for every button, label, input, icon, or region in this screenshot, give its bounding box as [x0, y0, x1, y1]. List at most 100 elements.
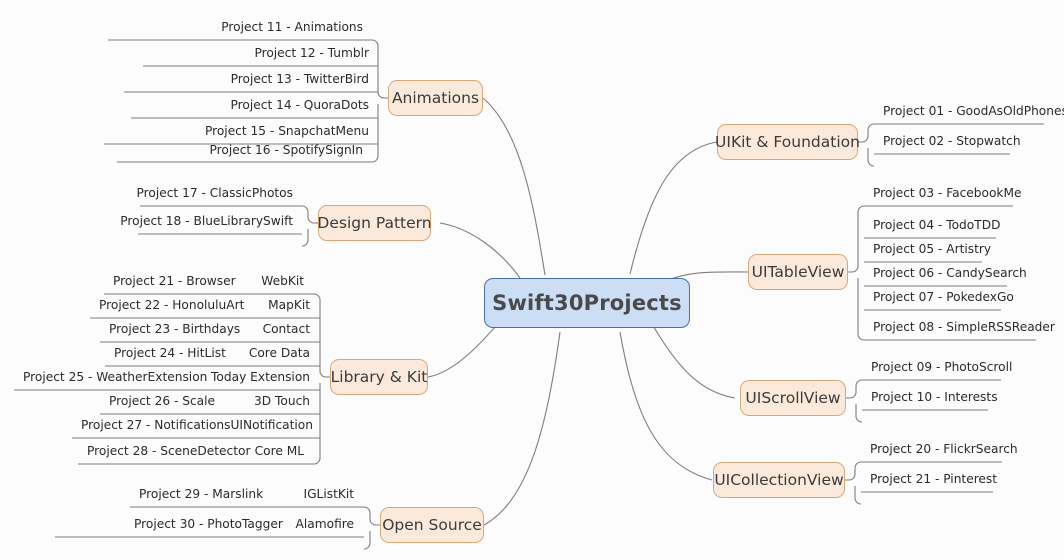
- edge-root-open-source: [483, 331, 561, 526]
- leaf-item[interactable]: Project 18 - BlueLibrarySwift: [120, 208, 302, 234]
- branch-label-uiscrollview: UIScrollView: [745, 389, 841, 407]
- leaf-label: Project 03 - FacebookMe: [873, 186, 1022, 200]
- leaf-kit-label: IGListKit: [303, 487, 355, 501]
- branch-label-library-kit: Library & Kit: [330, 368, 428, 386]
- edge-root-animations: [482, 97, 546, 276]
- leaf-item[interactable]: Project 24 - HitList Core Data: [105, 340, 320, 366]
- edge-open-source-spine: [363, 506, 380, 550]
- leaf-item[interactable]: Project 23 - Birthdays Contact: [100, 316, 320, 342]
- edge-uicollectionview-spine: [845, 461, 862, 505]
- leaf-label: Project 26 - Scale: [109, 394, 216, 408]
- branch-node-open-source[interactable]: Open Source: [380, 507, 484, 543]
- edge-design-pattern-spine: [301, 205, 318, 247]
- leaf-label: Project 09 - PhotoScroll: [871, 360, 1013, 374]
- leaf-label: Project 16 - SpotifySignIn: [209, 143, 363, 157]
- leaf-item[interactable]: Project 21 - Pinterest: [861, 466, 997, 492]
- branch-label-open-source: Open Source: [382, 516, 482, 534]
- leaf-item[interactable]: Project 09 - PhotoScroll: [862, 354, 1012, 380]
- leaf-label: Project 15 - SnapchatMenu: [204, 124, 369, 138]
- leaf-kit-label: Alamofire: [295, 517, 354, 531]
- branch-label-design-pattern: Design Pattern: [317, 214, 432, 232]
- edge-uitableview-spine: [848, 205, 865, 341]
- leaf-label: Project 27 - NotificationsUI: [81, 418, 244, 432]
- leaf-item[interactable]: Project 07 - PokedexGo: [864, 284, 1014, 310]
- leaf-label: Project 07 - PokedexGo: [873, 290, 1014, 304]
- root-label: Swift30Projects: [492, 291, 682, 315]
- leaf-item[interactable]: Project 06 - CandySearch: [864, 260, 1027, 286]
- edge-uikit-foundation-spine: [858, 123, 875, 167]
- leaf-item[interactable]: Project 12 - Tumblr: [143, 40, 378, 66]
- root-node[interactable]: Swift30Projects: [484, 278, 690, 328]
- leaf-label: Project 17 - ClassicPhotos: [136, 186, 294, 200]
- leaf-item[interactable]: Project 22 - HonoluluArt MapKit: [90, 292, 320, 318]
- leaf-item[interactable]: Project 11 - Animations: [108, 14, 372, 40]
- leaf-label: Project 12 - Tumblr: [254, 46, 369, 60]
- leaf-label: Project 06 - CandySearch: [873, 266, 1027, 280]
- branch-node-uicollectionview[interactable]: UICollectionView: [713, 462, 845, 498]
- leaf-label: Project 23 - Birthdays: [109, 322, 241, 336]
- leaf-item[interactable]: Project 26 - Scale 3D Touch: [100, 388, 320, 414]
- leaf-label: Project 08 - SimpleRSSReader: [873, 320, 1055, 334]
- leaf-label: Project 20 - FlickrSearch: [870, 442, 1018, 456]
- branch-node-uikit-foundation[interactable]: UIKit & Foundation: [715, 124, 860, 160]
- leaf-item[interactable]: Project 20 - FlickrSearch: [861, 436, 1018, 462]
- leaf-kit-label: MapKit: [268, 298, 310, 312]
- leaf-item[interactable]: Project 16 - SpotifySignIn: [117, 137, 372, 163]
- leaf-item[interactable]: Project 05 - Artistry: [864, 236, 991, 262]
- leaf-label: Project 01 - GoodAsOldPhones: [883, 104, 1064, 118]
- leaf-label: Project 21 - Browser: [113, 274, 236, 288]
- leaf-label: Project 18 - BlueLibrarySwift: [120, 214, 293, 228]
- leaf-kit-label: Today Extension: [211, 370, 310, 384]
- edge-root-uicollectionview: [619, 331, 713, 481]
- leaf-item[interactable]: Project 27 - NotificationsUI Notificatio…: [72, 412, 320, 438]
- leaf-label: Project 25 - WeatherExtension: [23, 370, 208, 384]
- branch-node-animations[interactable]: Animations: [388, 80, 483, 116]
- leaf-label: Project 11 - Animations: [221, 20, 363, 34]
- leaf-kit-label: Notification: [243, 418, 313, 432]
- branch-node-library-kit[interactable]: Library & Kit: [330, 359, 428, 395]
- leaf-kit-label: Contact: [262, 322, 310, 336]
- leaf-label: Project 24 - HitList: [114, 346, 226, 360]
- leaf-label: Project 29 - Marslink: [139, 487, 264, 501]
- edge-root-design-pattern: [439, 222, 521, 279]
- leaf-label: Project 13 - TwitterBird: [230, 72, 369, 86]
- leaf-label: Project 02 - Stopwatch: [883, 134, 1021, 148]
- branch-label-uitableview: UITableView: [751, 263, 845, 281]
- leaf-item[interactable]: Project 04 - TodoTDD: [864, 212, 1000, 238]
- leaf-item[interactable]: Project 28 - SceneDetector Core ML: [78, 438, 314, 464]
- leaf-item[interactable]: Project 29 - Marslink IGListKit: [130, 481, 364, 507]
- leaf-item[interactable]: Project 13 - TwitterBird: [124, 66, 378, 92]
- leaf-item[interactable]: Project 15 - SnapchatMenu: [104, 118, 378, 144]
- leaf-kit-label: WebKit: [261, 274, 304, 288]
- leaf-label: Project 28 - SceneDetector: [87, 444, 251, 458]
- leaf-label: Project 14 - QuoraDots: [230, 98, 369, 112]
- leaf-item[interactable]: Project 17 - ClassicPhotos: [137, 180, 302, 206]
- edge-root-uikit-foundation: [629, 141, 718, 275]
- branch-node-design-pattern[interactable]: Design Pattern: [317, 205, 432, 241]
- leaf-item[interactable]: Project 14 - QuoraDots: [131, 92, 378, 118]
- leaf-item[interactable]: Project 03 - FacebookMe: [864, 180, 1022, 206]
- edge-root-uiscrollview: [651, 323, 736, 399]
- branch-label-uicollectionview: UICollectionView: [714, 471, 844, 489]
- leaf-label: Project 22 - HonoluluArt: [99, 298, 245, 312]
- branch-node-uiscrollview[interactable]: UIScrollView: [740, 380, 846, 416]
- leaf-item[interactable]: Project 30 - PhotoTagger Alamofire: [125, 511, 364, 537]
- leaf-label: Project 10 - Interests: [871, 390, 998, 404]
- leaf-item[interactable]: Project 25 - WeatherExtension Today Exte…: [14, 364, 320, 390]
- leaf-label: Project 05 - Artistry: [873, 242, 992, 256]
- leaf-kit-label: Core Data: [248, 346, 310, 360]
- leaf-item[interactable]: Project 08 - SimpleRSSReader: [864, 314, 1055, 340]
- branch-label-animations: Animations: [391, 89, 480, 107]
- branch-node-uitableview[interactable]: UITableView: [748, 254, 848, 290]
- leaf-item[interactable]: Project 10 - Interests: [862, 384, 998, 410]
- leaf-item[interactable]: Project 01 - GoodAsOldPhones: [874, 98, 1064, 124]
- leaf-label: Project 30 - PhotoTagger: [134, 517, 283, 531]
- leaf-item[interactable]: Project 02 - Stopwatch: [874, 128, 1021, 154]
- leaf-label: Project 04 - TodoTDD: [873, 218, 1001, 232]
- leaf-kit-label: 3D Touch: [254, 394, 310, 408]
- leaf-label: Project 21 - Pinterest: [870, 472, 998, 486]
- leaf-item[interactable]: Project 21 - Browser WebKit: [104, 268, 314, 294]
- leaf-kit-label: Core ML: [254, 444, 304, 458]
- edge-uiscrollview-spine: [846, 379, 863, 423]
